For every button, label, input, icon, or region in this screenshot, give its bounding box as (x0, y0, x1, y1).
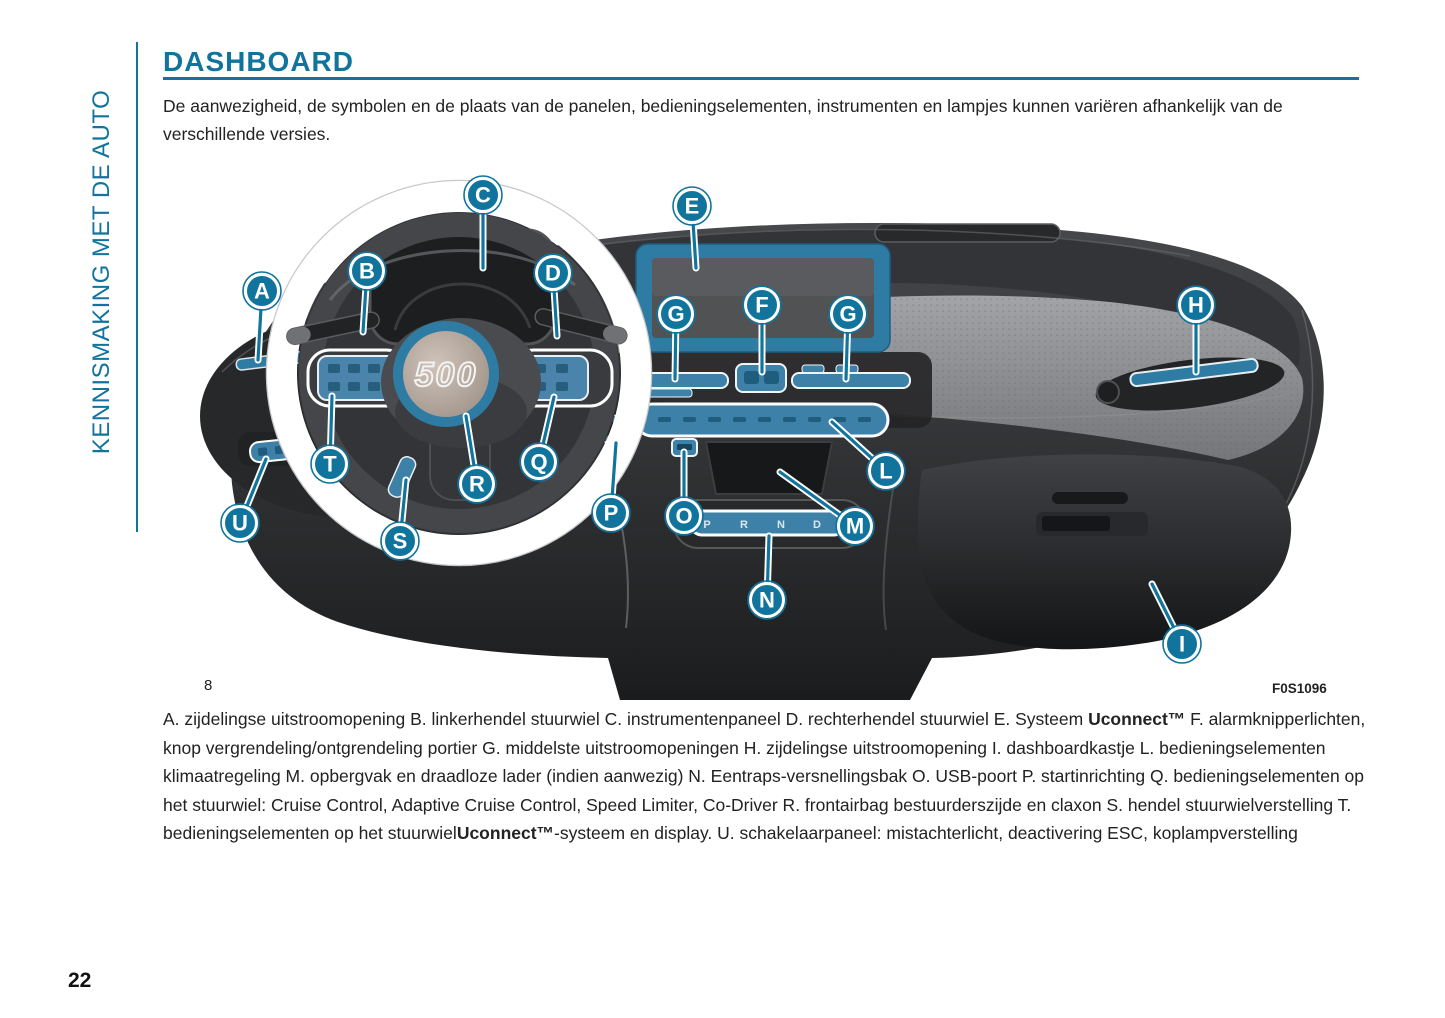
svg-text:D: D (545, 261, 561, 286)
callout-C: C (463, 175, 503, 272)
svg-text:N: N (777, 519, 785, 531)
usb-slot (677, 444, 692, 450)
callout-D: D (533, 253, 573, 340)
callout-G: G (828, 294, 868, 383)
svg-text:G: G (839, 302, 856, 327)
svg-text:A: A (254, 279, 270, 304)
defroster-vent (874, 223, 1061, 243)
callout-E: E (672, 186, 712, 272)
svg-text:C: C (475, 183, 491, 208)
callout-M: M (776, 468, 875, 546)
callout-T: T (310, 392, 350, 484)
wireless-charger-tray (706, 442, 832, 494)
svg-text:S: S (393, 529, 408, 554)
svg-text:H: H (1188, 293, 1204, 318)
svg-text:R: R (740, 519, 748, 531)
page-number: 22 (68, 969, 92, 992)
wheel-white-ring (267, 181, 651, 565)
glovebox-panel (918, 454, 1292, 650)
callout-B: B (347, 251, 387, 336)
left-pod-buttons (328, 364, 380, 391)
glovebox-latch-slot (1042, 516, 1110, 531)
callout-U: U (220, 455, 270, 543)
legend-text: A. zijdelingse uitstroomopening B. linke… (163, 709, 1366, 843)
callout-I: I (1148, 580, 1202, 664)
right-edge-seam (1271, 309, 1314, 529)
cluster-dial (393, 282, 532, 331)
callout-A: A (242, 271, 282, 364)
switch-button (257, 447, 268, 457)
svg-text:P: P (604, 501, 619, 526)
callout-P: P (591, 439, 631, 533)
callout-L: L (828, 418, 906, 491)
svg-text:U: U (232, 511, 248, 536)
hub-logo: 500 (415, 356, 478, 394)
dashboard-figure: P R N D (180, 160, 1440, 700)
figure-number: 8 (204, 677, 213, 694)
steering-wheel: 500 (265, 179, 653, 567)
callout-R: R (457, 412, 497, 504)
svg-text:R: R (469, 472, 485, 497)
svg-text:P: P (703, 519, 710, 531)
callout-N: N (747, 532, 787, 620)
gear-selector-strip (688, 509, 848, 537)
sidebar-divider (136, 42, 138, 532)
center-vent-right (791, 372, 911, 389)
callout-H: H (1176, 285, 1216, 376)
svg-text:Q: Q (530, 450, 547, 475)
right-vent-knob (1096, 380, 1120, 404)
svg-text:O: O (675, 504, 692, 529)
hazard-button (744, 371, 759, 384)
figure-code: F0S1096 (1272, 681, 1327, 696)
callout-S: S (380, 476, 420, 561)
svg-text:N: N (759, 588, 775, 613)
console-contour-right (882, 469, 897, 631)
svg-text:F: F (755, 293, 768, 318)
wheel-outer-edge (265, 179, 653, 567)
svg-text:L: L (879, 459, 892, 484)
right-stalk-tip (603, 325, 627, 344)
center-vent-right-tab1 (801, 364, 825, 374)
svg-text:M: M (846, 514, 864, 539)
uconnect-screen-glare (652, 258, 874, 296)
center-vent-left-tab (647, 388, 693, 398)
page-title: DASHBOARD (163, 46, 354, 77)
callout-G: G (656, 294, 696, 383)
intro-paragraph: De aanwezigheid, de symbolen en de plaat… (163, 96, 1283, 144)
svg-text:I: I (1179, 632, 1185, 657)
svg-text:D: D (813, 519, 821, 531)
chapter-sidebar-label: KENNISMAKING MET DE AUTO (88, 89, 115, 455)
callout-Q: Q (519, 393, 559, 482)
title-underline (163, 77, 1359, 80)
svg-text:T: T (323, 452, 337, 477)
left-stalk-tip (286, 326, 311, 345)
door-lock-button (764, 371, 779, 384)
dashboard-illustration: P R N D (200, 175, 1324, 700)
climate-buttons (658, 417, 871, 422)
svg-text:G: G (667, 302, 684, 327)
glovebox-handle (1052, 492, 1128, 504)
callout-O: O (664, 448, 704, 536)
callout-F: F (742, 285, 782, 376)
svg-text:B: B (359, 259, 375, 284)
airbag-cover (393, 321, 499, 427)
charger-tray-rim (704, 441, 834, 495)
svg-text:E: E (685, 194, 700, 219)
